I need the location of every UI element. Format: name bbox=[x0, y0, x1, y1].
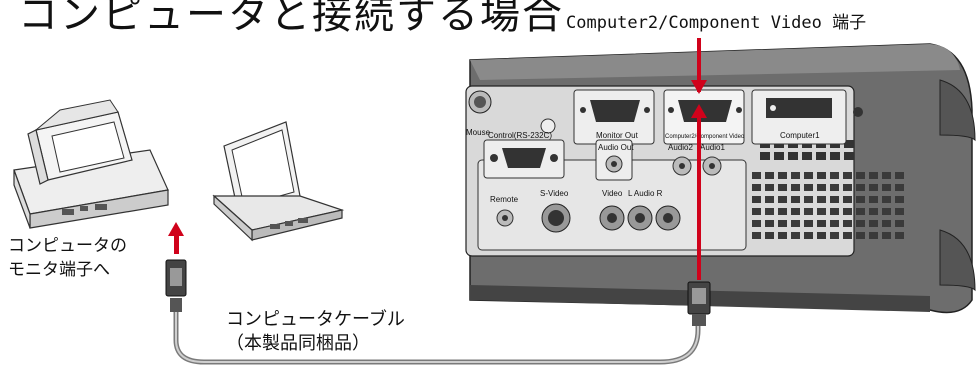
label-mouse: Mouse bbox=[466, 128, 491, 137]
cable bbox=[173, 300, 701, 365]
audio-out-port[interactable] bbox=[595, 139, 633, 181]
label-control: Control(RS-232C) bbox=[488, 131, 552, 140]
audio2-port[interactable] bbox=[672, 156, 692, 176]
vga-connector-right-icon bbox=[687, 281, 711, 326]
label-l-audio-r: L Audio R bbox=[628, 189, 663, 198]
pc-monitor-port-label: コンピュータの モニタ端子へ bbox=[8, 236, 127, 280]
remote-port[interactable] bbox=[496, 209, 514, 227]
label-audio-out: Audio Out bbox=[598, 143, 634, 152]
arrow-up-left-icon bbox=[168, 222, 184, 254]
label-video: Video bbox=[602, 189, 623, 198]
label-computer2: Computer2/Component Video bbox=[665, 134, 745, 140]
mouse-port[interactable] bbox=[468, 90, 492, 114]
arrow-up-right-icon bbox=[691, 104, 707, 280]
computer1-port[interactable] bbox=[751, 89, 847, 145]
label-remote: Remote bbox=[490, 195, 519, 204]
computer2-port-label: Computer2/Component Video 端子 bbox=[566, 13, 867, 33]
cable-highlight bbox=[175, 300, 699, 363]
desktop-computer-icon bbox=[13, 99, 169, 229]
video-port[interactable] bbox=[599, 205, 625, 231]
label-audio1: Audio1 bbox=[700, 143, 725, 152]
audio-l-port[interactable] bbox=[627, 205, 653, 231]
screw-hole-icon bbox=[540, 118, 556, 134]
audio-r-port[interactable] bbox=[655, 205, 681, 231]
laptop-icon bbox=[212, 121, 345, 242]
cable-label: コンピュータケーブル （本製品同梱品） bbox=[226, 309, 405, 354]
label-s-video: S-Video bbox=[540, 189, 569, 198]
vga-connector-left-icon bbox=[165, 259, 187, 312]
rs232c-port[interactable] bbox=[483, 139, 565, 179]
screw-icon bbox=[853, 107, 863, 117]
label-audio2: Audio2 bbox=[668, 143, 693, 152]
page-title: コンピュータと接続する場合 bbox=[18, 0, 564, 38]
s-video-port[interactable] bbox=[541, 203, 571, 233]
label-monitor-out: Monitor Out bbox=[596, 131, 639, 140]
label-pointer-icon bbox=[691, 38, 707, 94]
label-computer1: Computer1 bbox=[780, 131, 820, 140]
audio1-port[interactable] bbox=[702, 156, 722, 176]
